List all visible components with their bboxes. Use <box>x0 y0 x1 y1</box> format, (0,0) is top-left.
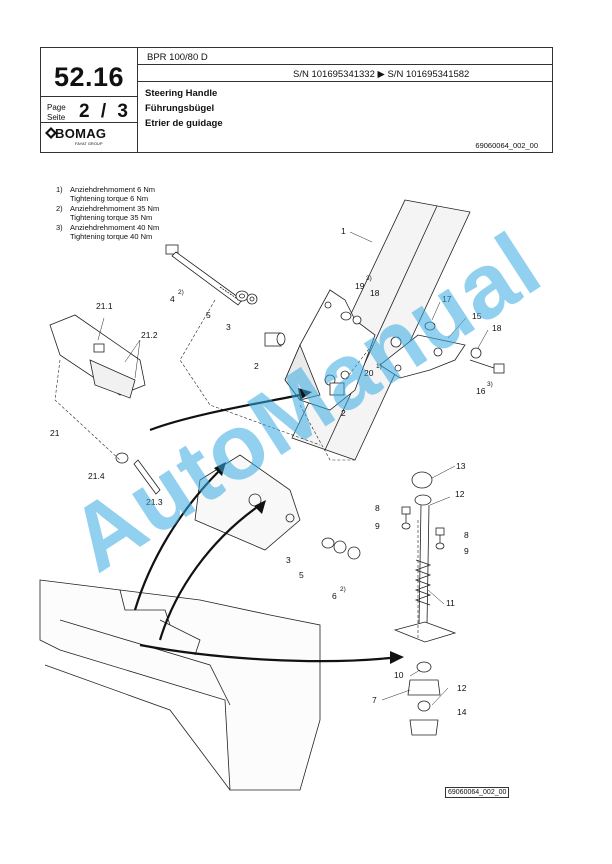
note-line-de: Anziehdrehmoment 40 Nm <box>70 223 160 232</box>
callout-21-1: 21.1 <box>96 301 113 311</box>
callout-6: 6 <box>332 591 337 601</box>
dashed-guides <box>54 299 419 640</box>
callout-4-note: 2) <box>178 289 184 296</box>
bolt-4 <box>165 244 243 306</box>
callout-6-note: 2) <box>340 586 346 593</box>
callout-7: 7 <box>372 695 377 705</box>
callout-13: 13 <box>456 461 466 471</box>
exploded-parts-diagram <box>39 199 505 791</box>
spring-damper-assembly <box>393 471 457 736</box>
callout-2b: 2 <box>341 408 346 418</box>
callout-9: 9 <box>375 521 380 531</box>
callout-3b: 3 <box>286 555 291 565</box>
drawing-reference: 69060064_002_00 <box>475 141 538 150</box>
page-separator: / <box>100 101 107 122</box>
page-label-de: Page <box>47 103 66 112</box>
note-line-en: Tightening torque 6 Nm <box>70 193 149 203</box>
callout-5: 5 <box>206 310 211 320</box>
callout-19-note: 3) <box>366 275 372 282</box>
washers-lower <box>321 537 361 560</box>
callout-17: 17 <box>442 294 452 304</box>
brand-name: BOMAG <box>55 126 107 141</box>
callout-1: 1 <box>341 226 346 236</box>
callout-14: 14 <box>457 707 467 717</box>
washers-3-5 <box>235 290 482 359</box>
arrow-heads <box>214 388 404 664</box>
component-21-1 <box>49 314 146 399</box>
callout-12: 12 <box>455 489 465 499</box>
callout-20: 20 <box>364 368 374 378</box>
bottom-drawing-reference: 69060064_002_00 <box>445 787 510 798</box>
bomag-logo-icon <box>45 127 57 139</box>
section-number: 52.16 <box>53 62 125 92</box>
callout-16: 16 <box>476 386 486 396</box>
callout-21: 21 <box>50 428 60 438</box>
page-total: 3 <box>117 101 128 122</box>
callout-12b: 12 <box>457 683 467 693</box>
callout-18: 18 <box>370 288 380 298</box>
note-line-en: Tightening torque 35 Nm <box>70 212 153 222</box>
locking-plate <box>379 334 466 379</box>
callout-10: 10 <box>394 670 404 680</box>
header-rule <box>41 122 137 123</box>
callout-5b: 5 <box>299 570 304 580</box>
handle-bracket <box>284 289 376 411</box>
callout-18b: 18 <box>492 323 502 333</box>
callout-20-note: 1) <box>376 363 382 370</box>
note-line-en: Tightening torque 40 Nm <box>70 231 153 241</box>
callout-15: 15 <box>472 311 482 321</box>
callout-3: 3 <box>226 322 231 332</box>
header-rule <box>137 64 552 65</box>
callout-21-3: 21.3 <box>146 497 163 507</box>
note-number: 2) <box>56 204 63 213</box>
serial-range: S/N 101695341332 ▶ S/N 101695341582 <box>293 69 470 80</box>
page-label-en: Seite <box>47 113 66 122</box>
title-de: Führungsbügel <box>145 103 215 114</box>
brand-sub: FAYAT GROUP <box>75 141 103 146</box>
callout-19: 19 <box>355 281 365 291</box>
callout-4: 4 <box>170 294 175 304</box>
title-fr: Etrier de guidage <box>145 118 223 129</box>
title-en: Steering Handle <box>145 88 218 99</box>
callout-leaders <box>97 231 489 706</box>
page-current: 2 <box>79 101 90 122</box>
screw-21-3 <box>115 452 161 495</box>
bolt-16 <box>469 359 505 374</box>
callout-21-4: 21.4 <box>88 471 105 481</box>
callout-9b: 9 <box>464 546 469 556</box>
note-line-de: Anziehdrehmoment 6 Nm <box>70 185 156 194</box>
bushings-2 <box>264 332 345 396</box>
note-number: 3) <box>56 223 63 232</box>
callout-16-note: 3) <box>487 381 493 388</box>
header-divider <box>137 48 138 152</box>
model-name: BPR 100/80 D <box>147 52 208 63</box>
mount-detail <box>194 454 301 551</box>
header-box: 52.16 Page Seite 2 / 3 BOMAG FAYAT GROUP… <box>40 47 553 153</box>
callout-8: 8 <box>375 503 380 513</box>
flow-arrows <box>133 393 391 663</box>
callout-11: 11 <box>446 598 455 608</box>
header-rule <box>41 96 137 97</box>
note-number: 1) <box>56 185 63 194</box>
page-number: 2 / 3 <box>79 101 128 123</box>
header-rule <box>137 81 552 82</box>
callout-2: 2 <box>254 361 259 371</box>
note-line-de: Anziehdrehmoment 35 Nm <box>70 204 160 213</box>
callout-8b: 8 <box>464 530 469 540</box>
callout-21-2: 21.2 <box>141 330 158 340</box>
